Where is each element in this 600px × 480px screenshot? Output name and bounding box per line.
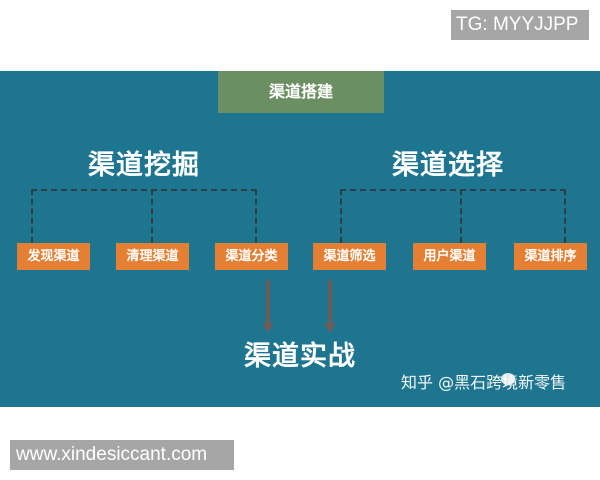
connector-line (340, 189, 566, 191)
node-filter-channels: 渠道筛选 (313, 243, 386, 270)
connector-line (255, 189, 257, 243)
outcome-title: 渠道实战 (244, 341, 356, 372)
watermark: 知乎 @黑石跨境新零售 (401, 373, 567, 392)
connector-line (340, 189, 342, 243)
diagram-panel: 渠道搭建 渠道挖掘 发现渠道 清理渠道 渠道分类 渠道选择 渠道筛选 用户渠道 … (0, 71, 600, 407)
tg-label: TG: MYYJJPP (451, 10, 589, 40)
node-clean-channels: 清理渠道 (116, 243, 189, 270)
down-arrow-icon (324, 280, 336, 333)
connector-line (151, 189, 153, 243)
header-box: 渠道搭建 (218, 71, 384, 113)
group-title-mining: 渠道挖掘 (88, 150, 200, 181)
node-rank-channels: 渠道排序 (514, 243, 587, 270)
connector-line (460, 189, 462, 243)
node-user-channels: 用户渠道 (413, 243, 486, 270)
connector-line (31, 189, 257, 191)
down-arrow-icon (262, 280, 274, 333)
connector-line (564, 189, 566, 243)
node-classify-channels: 渠道分类 (215, 243, 288, 270)
chat-bubble-icon (501, 373, 515, 385)
node-discover-channels: 发现渠道 (17, 243, 90, 270)
connector-line (31, 189, 33, 243)
site-label: www.xindesiccant.com (10, 440, 234, 470)
group-title-selection: 渠道选择 (392, 150, 504, 181)
